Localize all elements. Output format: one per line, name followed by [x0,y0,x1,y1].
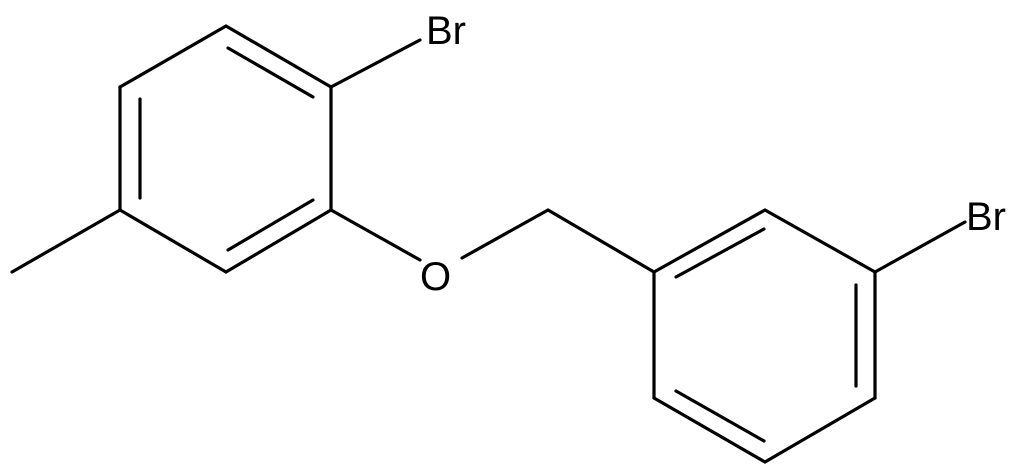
left-aromatic-ring [118,24,333,274]
bond-o-ch2 [460,208,550,260]
bond-c1-c2-inner [226,46,315,99]
bond-r4-r5 [763,396,877,464]
bond-r2-r3 [763,208,877,274]
bond-r5-r6 [652,396,767,464]
bond-ch2-ring [546,208,656,274]
right-aromatic-ring [652,208,877,464]
bond-c2-br [329,38,422,89]
atom-label-oxygen: O [420,255,451,299]
bond-c1-c2 [224,24,333,89]
atom-label-br-top: Br [426,9,466,53]
bond-r3-br [873,220,967,274]
methyl-bond [10,208,122,274]
bond-c3-c4 [224,208,333,274]
bond-r1-r2 [652,208,767,274]
bond-c3-o [329,208,422,262]
bond-c4-c5 [118,208,228,274]
bond-c6-c1 [118,24,228,89]
atom-label-br-right: Br [966,195,1006,239]
bond-r1-r2-inner [674,227,766,279]
bond-r5-r6-inner [674,389,766,443]
bond-c3-c4-inner [226,198,315,252]
